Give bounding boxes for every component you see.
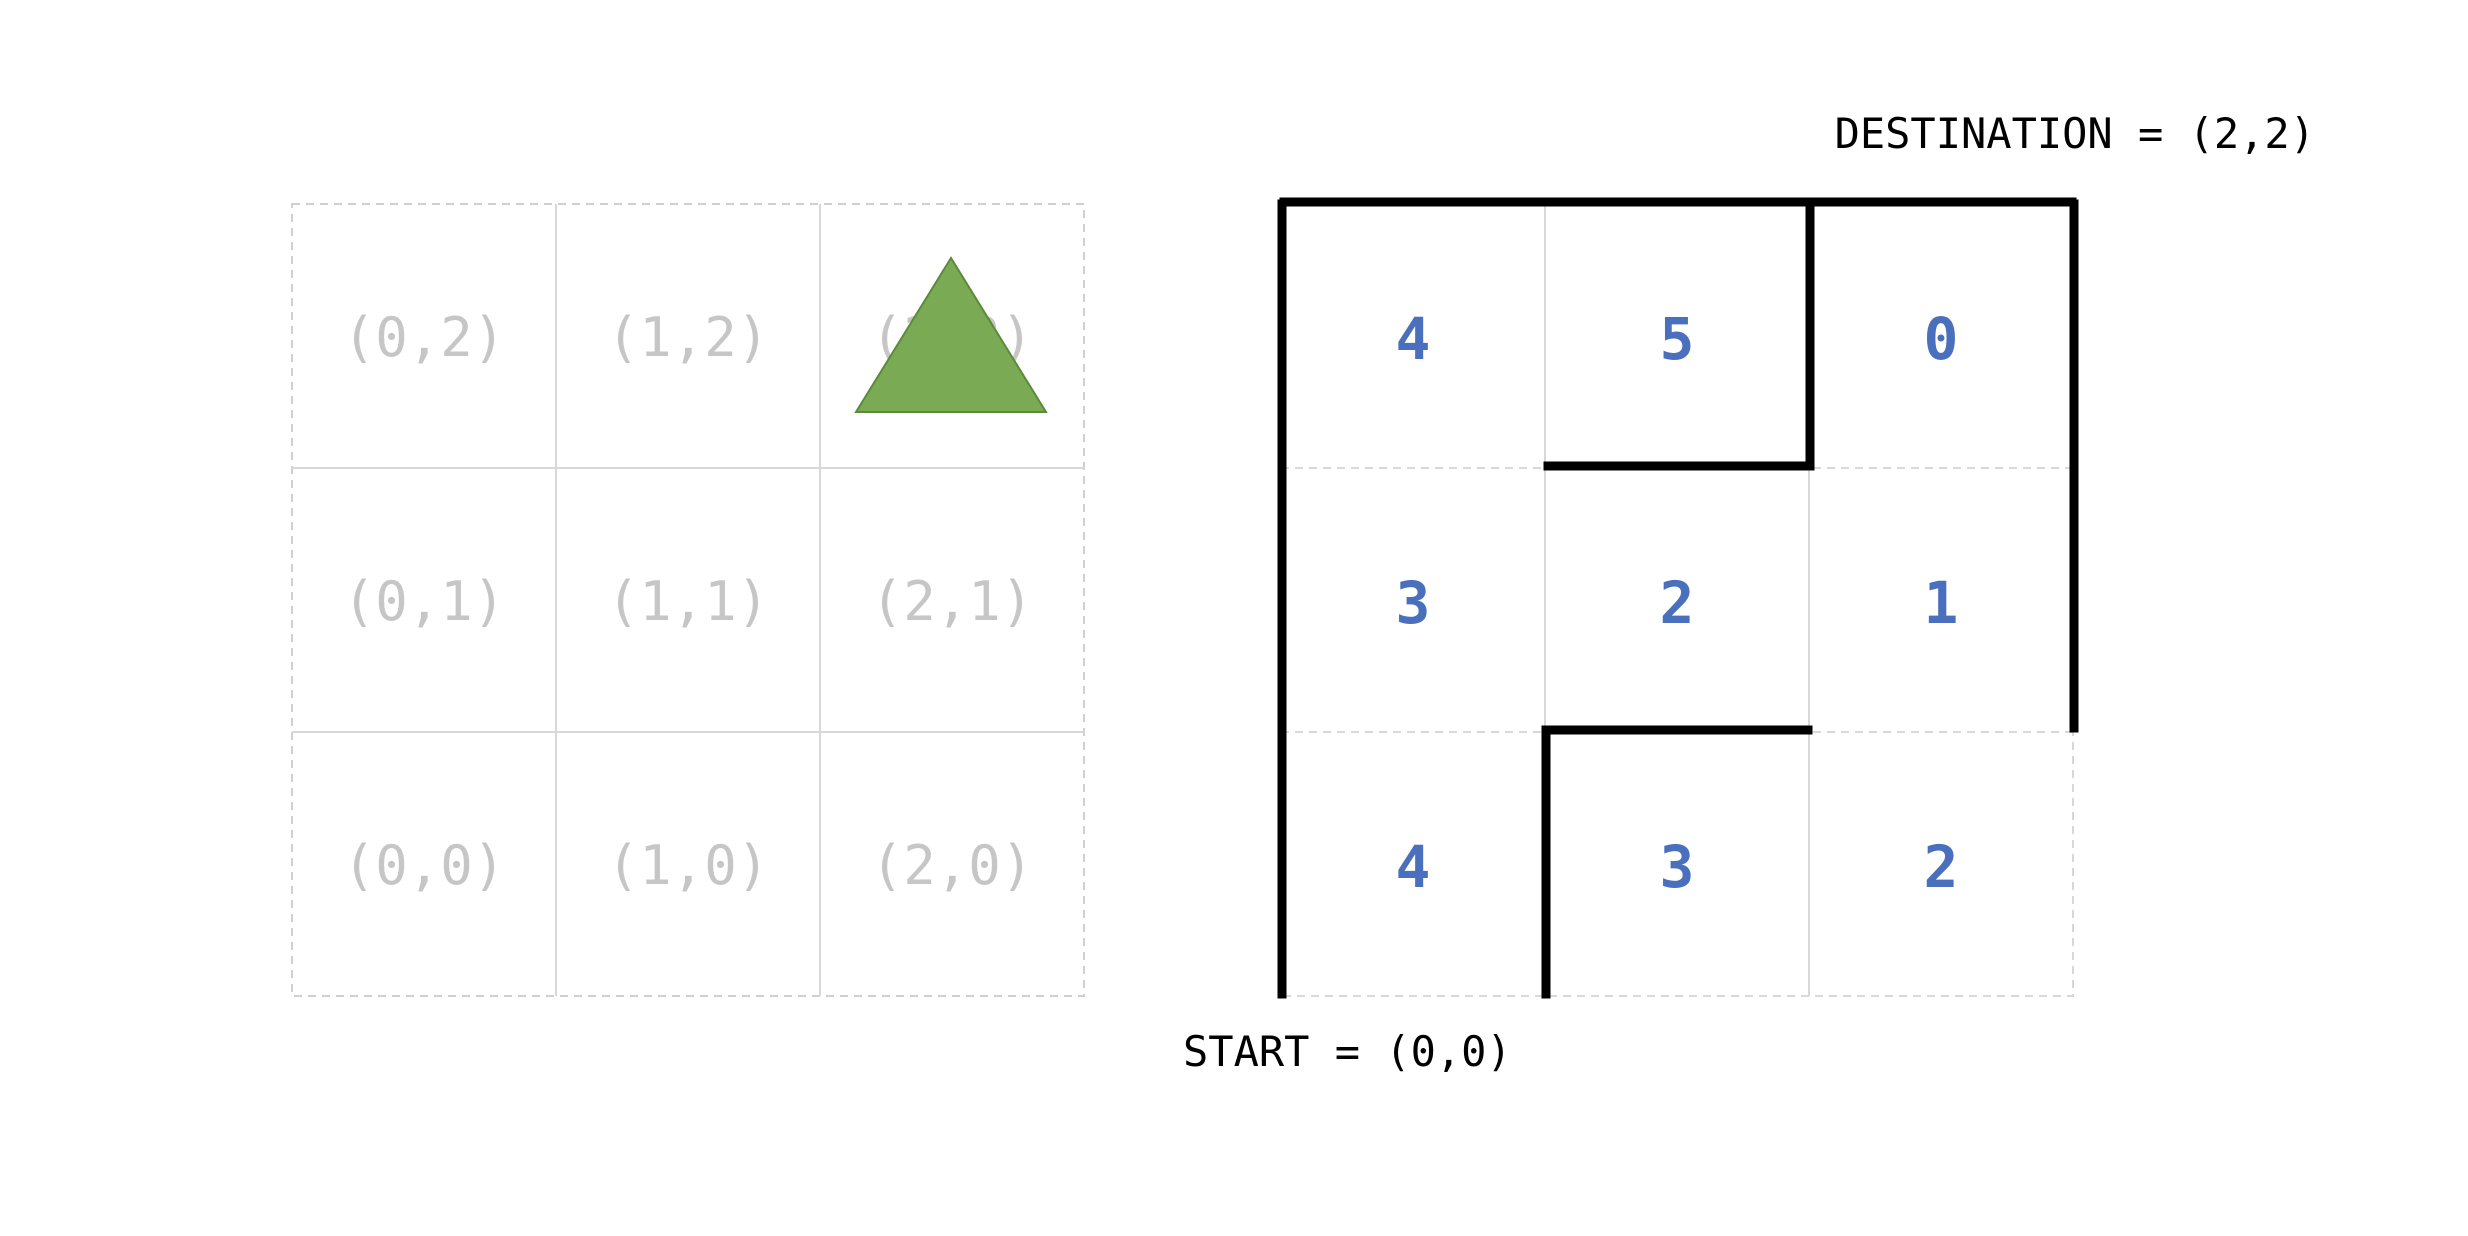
distance-value: 2 bbox=[1924, 833, 1959, 901]
distance-value: 0 bbox=[1924, 305, 1959, 373]
coordinate-grid: (0,2) (1,2) (2,2) (0,1) (1,1) (2,1) (0,0… bbox=[291, 203, 1085, 997]
distance-value: 4 bbox=[1396, 833, 1431, 901]
destination-label: DESTINATION = (2,2) bbox=[1835, 109, 2315, 158]
triangle-marker-icon bbox=[854, 256, 1048, 413]
maze-walls bbox=[1277, 197, 2079, 999]
cell-label-0-0: (0,0) bbox=[343, 834, 506, 897]
distance-value: 3 bbox=[1396, 569, 1431, 637]
distance-value: 4 bbox=[1396, 305, 1431, 373]
distance-value: 5 bbox=[1660, 305, 1695, 373]
cell-label-1-0: (1,0) bbox=[607, 834, 770, 897]
cell-label-2-0: (2,0) bbox=[871, 834, 1034, 897]
cell-label-0-2: (0,2) bbox=[343, 306, 506, 369]
cell-label-2-1: (2,1) bbox=[871, 570, 1034, 633]
cell-label-1-1: (1,1) bbox=[607, 570, 770, 633]
start-label: START = (0,0) bbox=[1183, 1027, 1512, 1076]
distance-maze: 4 5 0 3 2 1 4 3 2 DESTINATION = (2,2) ST… bbox=[1183, 109, 2315, 1076]
cell-label-1-2: (1,2) bbox=[607, 306, 770, 369]
distance-value: 3 bbox=[1660, 833, 1695, 901]
distance-value: 1 bbox=[1924, 569, 1959, 637]
coordinate-grid-border bbox=[291, 203, 1085, 997]
cell-label-0-1: (0,1) bbox=[343, 570, 506, 633]
distance-value: 2 bbox=[1660, 569, 1695, 637]
